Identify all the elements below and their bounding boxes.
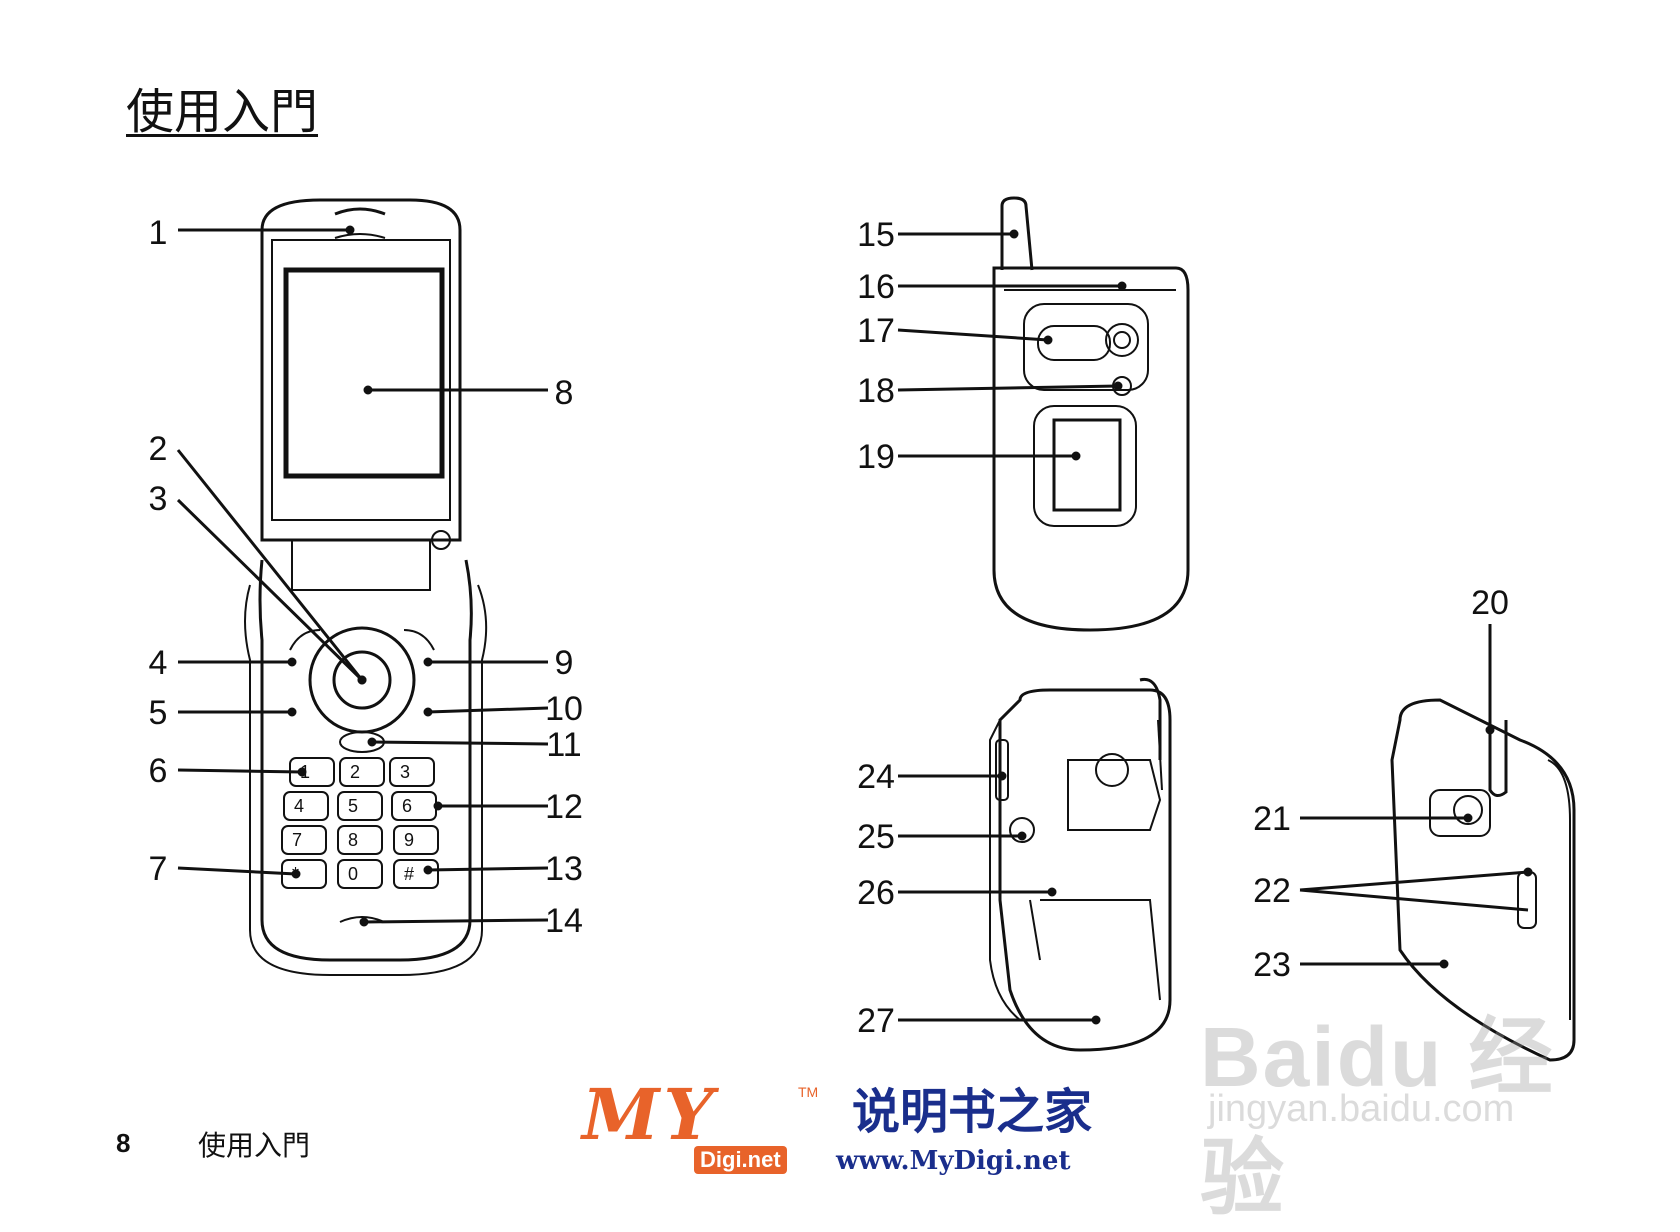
mydigi-logo: MY TM Digi.net 说明书之家 www.MyDigi.net xyxy=(582,1080,1112,1180)
callout-dot-11 xyxy=(367,737,377,747)
callout-leader-3 xyxy=(176,498,364,682)
keypad-key-4: 4 xyxy=(294,796,304,816)
external-display xyxy=(1052,418,1122,512)
callout-16: 16 xyxy=(857,268,895,306)
main-display xyxy=(283,267,445,479)
callout-dot-20 xyxy=(1485,725,1495,735)
keypad-key-7: 7 xyxy=(292,830,302,850)
callout-leader-13 xyxy=(427,866,549,872)
callout-dot-6 xyxy=(297,767,307,777)
callout-dot-25 xyxy=(1017,831,1027,841)
callout-14: 14 xyxy=(545,902,583,940)
callout-dot-23 xyxy=(1439,959,1449,969)
logo-digi-badge: Digi.net xyxy=(694,1146,787,1174)
callout-1: 1 xyxy=(149,214,168,252)
callout-dot-16 xyxy=(1117,281,1127,291)
callout-18: 18 xyxy=(857,372,895,410)
keypad-key-2: 2 xyxy=(350,762,360,782)
callout-leader-22 xyxy=(1299,870,1529,892)
callout-27: 27 xyxy=(857,1002,895,1040)
callout-dot-27 xyxy=(1091,1015,1101,1025)
callout-24: 24 xyxy=(857,758,895,796)
keypad-key-9: 9 xyxy=(404,830,414,850)
keypad-key-6: 6 xyxy=(402,796,412,816)
callout-9: 9 xyxy=(555,644,574,682)
callout-dot-4 xyxy=(287,657,297,667)
callout-leader-17 xyxy=(897,328,1049,342)
callout-7: 7 xyxy=(149,850,168,888)
callout-leader-11 xyxy=(371,740,549,746)
callout-leader-6 xyxy=(177,768,303,774)
callout-dot-17 xyxy=(1043,335,1053,345)
callout-dot-13 xyxy=(423,865,433,875)
callout-dot-12 xyxy=(433,801,443,811)
callout-leader-10 xyxy=(427,706,549,714)
callout-12: 12 xyxy=(545,788,583,826)
open-phone-illustration xyxy=(244,198,488,976)
closed-phone-illustration xyxy=(992,196,1190,632)
callout-13: 13 xyxy=(545,850,583,888)
footer-section-title: 使用入門 xyxy=(198,1129,311,1162)
callout-leader-18 xyxy=(897,384,1119,392)
logo-trademark: TM xyxy=(798,1084,819,1100)
callout-21: 21 xyxy=(1253,800,1291,838)
callout-dot-22 xyxy=(1523,867,1533,877)
callout-dot-19 xyxy=(1071,451,1081,461)
callout-leader-7 xyxy=(177,866,297,876)
keypad-key-#: # xyxy=(404,864,414,884)
callout-leader-22b xyxy=(1299,888,1529,912)
page-number: 8 xyxy=(116,1128,131,1158)
callout-dot-1 xyxy=(345,225,355,235)
callout-10: 10 xyxy=(545,690,583,728)
callout-leader-14 xyxy=(363,918,549,924)
keypad-key-8: 8 xyxy=(348,830,358,850)
callout-dot-21 xyxy=(1463,813,1473,823)
callout-2: 2 xyxy=(149,430,168,468)
callout-dot-10 xyxy=(423,707,433,717)
callout-22: 22 xyxy=(1253,872,1291,910)
callout-dot-24 xyxy=(997,771,1007,781)
keypad-key-5: 5 xyxy=(348,796,358,816)
callout-dot-15 xyxy=(1009,229,1019,239)
callout-15: 15 xyxy=(857,216,895,254)
side-phone-right-illustration xyxy=(1390,698,1576,1062)
callout-dot-7 xyxy=(291,869,301,879)
callout-6: 6 xyxy=(149,752,168,790)
callout-dot-3 xyxy=(357,675,367,685)
callout-8: 8 xyxy=(555,374,574,412)
callout-20: 20 xyxy=(1471,584,1509,622)
callout-leader-2 xyxy=(176,449,364,681)
baidu-watermark: Baidu 经验 jingyan.baidu.com xyxy=(1200,990,1600,1225)
callout-5: 5 xyxy=(149,694,168,732)
callout-dot-5 xyxy=(287,707,297,717)
logo-url: www.MyDigi.net xyxy=(836,1146,1071,1176)
page-title: 使用入門 xyxy=(126,84,319,140)
callout-dot-9 xyxy=(423,657,433,667)
callout-dot-26 xyxy=(1047,887,1057,897)
callout-3: 3 xyxy=(149,480,168,518)
callout-23: 23 xyxy=(1253,946,1291,984)
callout-26: 26 xyxy=(857,874,895,912)
watermark-url: jingyan.baidu.com xyxy=(1208,1088,1515,1130)
callout-11: 11 xyxy=(546,726,581,764)
logo-chinese-name: 说明书之家 xyxy=(852,1084,1093,1140)
callout-dot-8 xyxy=(363,385,373,395)
callout-4: 4 xyxy=(149,644,168,682)
callout-25: 25 xyxy=(857,818,895,856)
keypad-key-3: 3 xyxy=(400,762,410,782)
keypad-key-0: 0 xyxy=(348,864,358,884)
callout-dot-18 xyxy=(1113,381,1123,391)
callout-17: 17 xyxy=(857,312,895,350)
side-phone-left-illustration xyxy=(989,677,1172,1052)
callout-19: 19 xyxy=(857,438,895,476)
logo-brand: MY xyxy=(582,1073,718,1156)
callout-dot-14 xyxy=(359,917,369,927)
